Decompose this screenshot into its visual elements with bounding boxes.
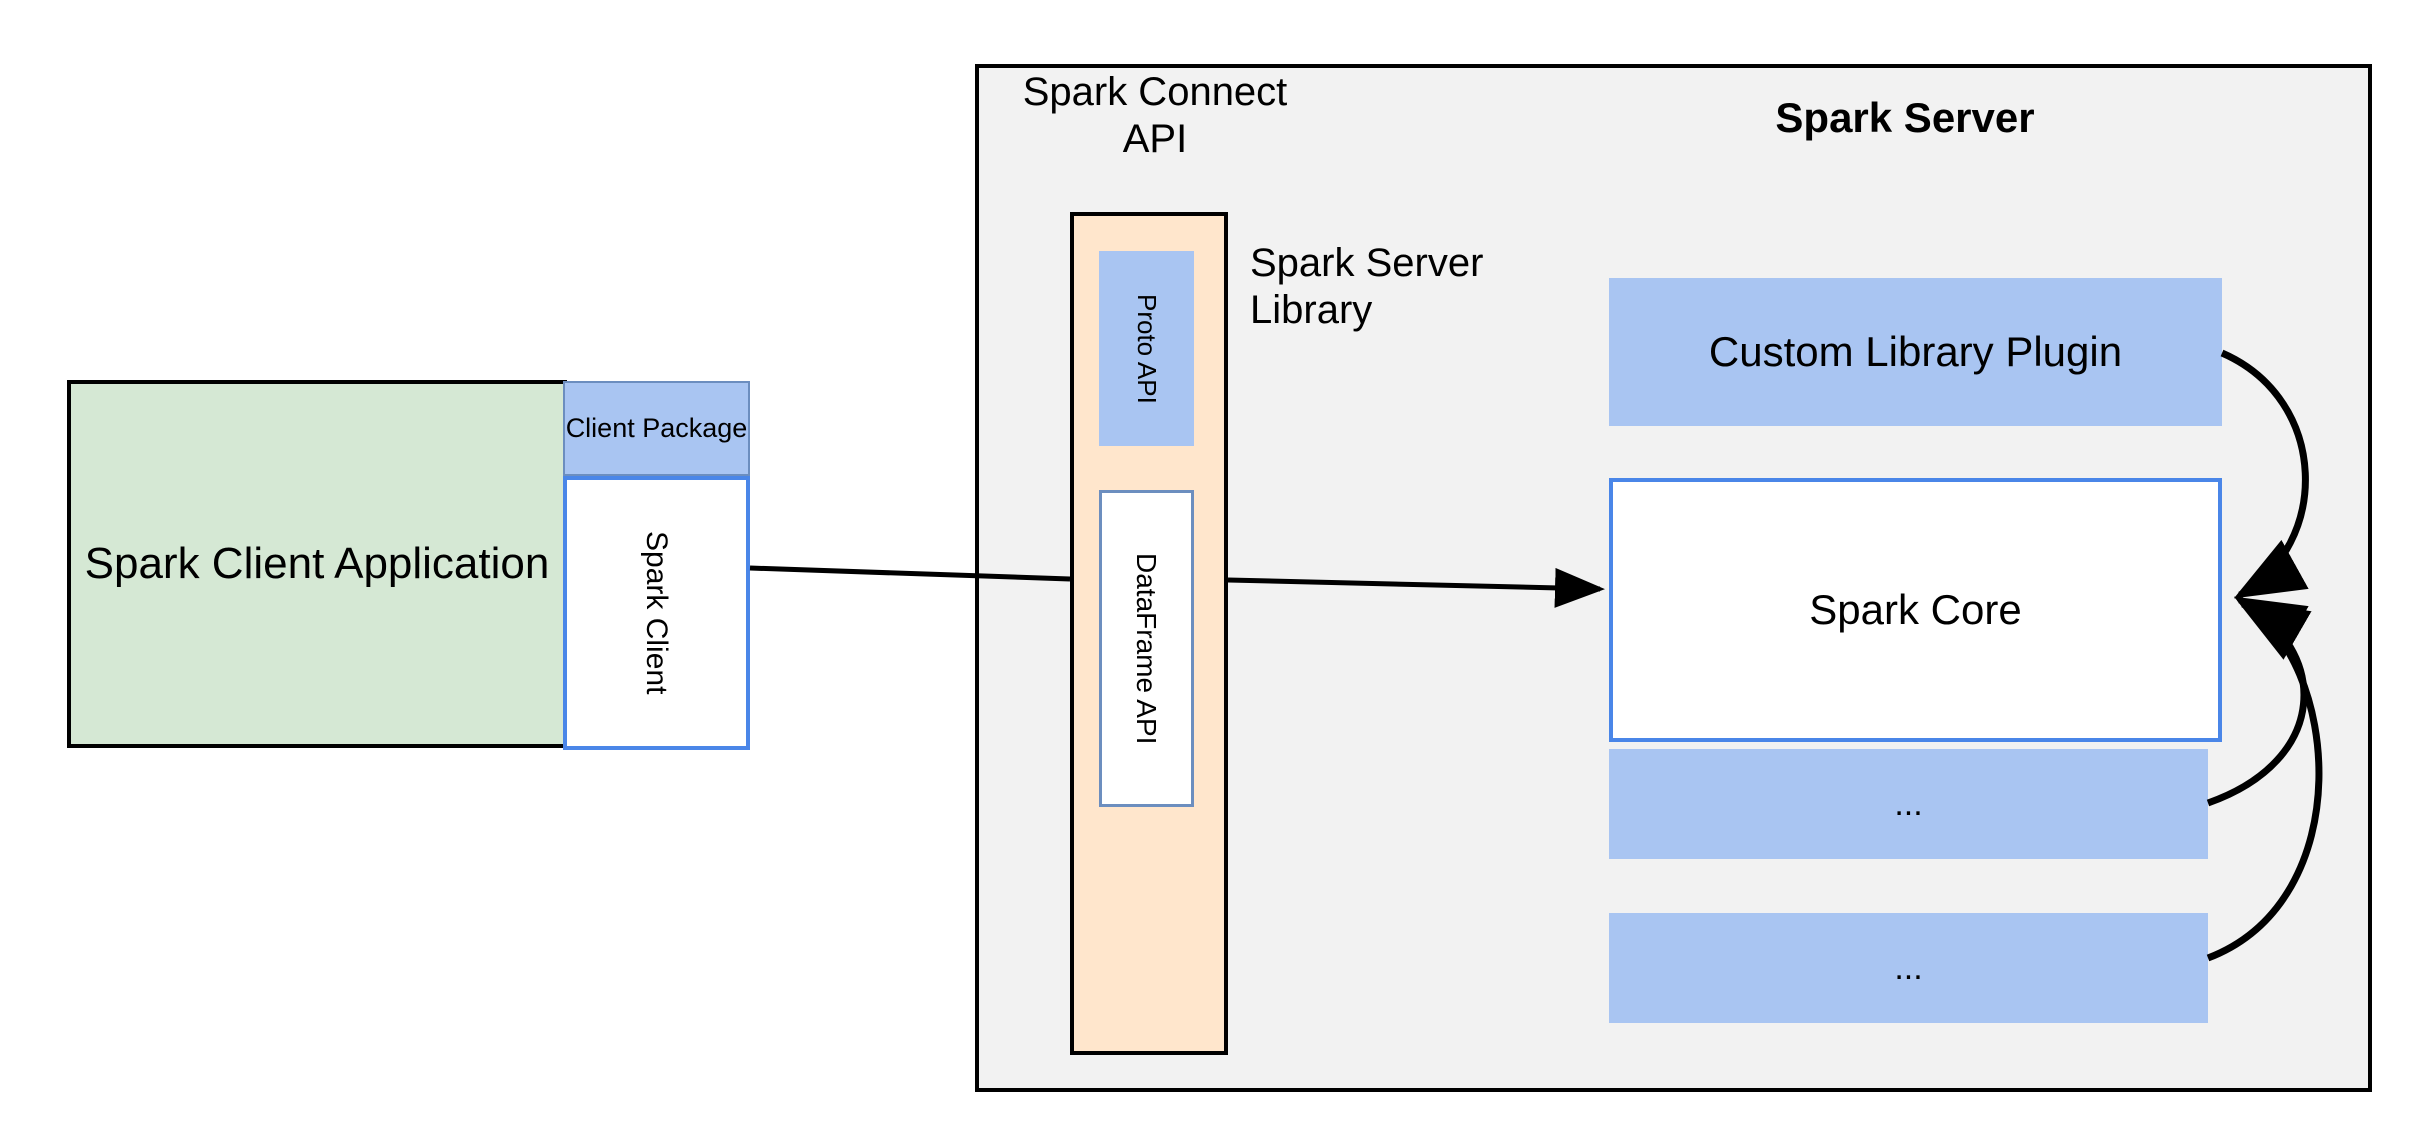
custom-library-plugin-box[interactable]: Custom Library Plugin: [1609, 278, 2222, 426]
spark-core-label: Spark Core: [1809, 586, 2022, 634]
spark-connect-api-label-line2: API: [1122, 117, 1188, 161]
spark-client-application-box[interactable]: Spark Client Application: [67, 380, 567, 748]
spark-server-library-label: Spark Server Library: [1250, 240, 1570, 340]
custom-library-plugin-label: Custom Library Plugin: [1708, 328, 2123, 376]
spark-client-label: Spark Client: [640, 531, 674, 695]
spark-client-application-label: Spark Client Application: [84, 539, 550, 589]
spark-connect-api-label: Spark Connect API: [1010, 68, 1300, 164]
ellipsis-box-2-label: ...: [1894, 948, 1923, 987]
client-package-label: Client Package: [565, 412, 748, 443]
dataframe-api-box[interactable]: DataFrame API: [1099, 490, 1194, 807]
spark-server-library-label-line1: Spark Server: [1250, 241, 1484, 285]
client-package-box[interactable]: Client Package: [563, 381, 750, 476]
ellipsis-box-1[interactable]: ...: [1609, 749, 2208, 859]
proto-api-box[interactable]: Proto API: [1099, 251, 1194, 446]
spark-core-box[interactable]: Spark Core: [1609, 478, 2222, 742]
ellipsis-box-1-label: ...: [1894, 784, 1923, 823]
ellipsis-box-2[interactable]: ...: [1609, 913, 2208, 1023]
proto-api-label: Proto API: [1131, 293, 1162, 404]
spark-server-library-label-line2: Library: [1250, 288, 1373, 333]
spark-server-title: Spark Server: [1775, 94, 2035, 142]
dataframe-api-label: DataFrame API: [1131, 552, 1163, 745]
spark-client-box[interactable]: Spark Client: [563, 476, 750, 750]
spark-connect-api-label-line1: Spark Connect: [1022, 69, 1288, 114]
